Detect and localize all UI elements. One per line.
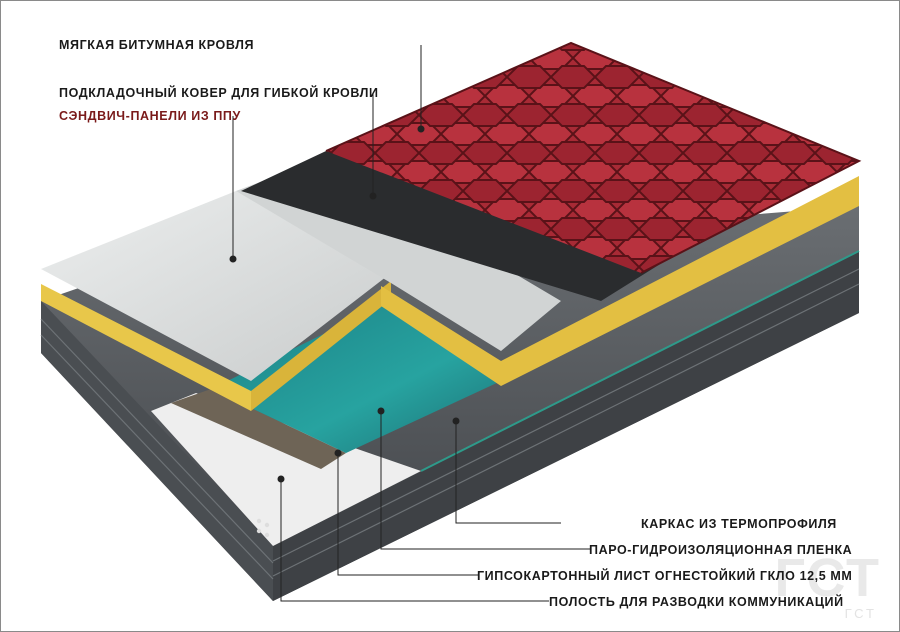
bitumen-shingles — [326, 43, 859, 273]
frame-right-face — [273, 251, 859, 601]
foam-core-left — [41, 284, 251, 411]
cavity-floor — [151, 393, 421, 546]
panel-skin-left — [41, 191, 391, 381]
frame-front-face — [41, 301, 273, 601]
label-sandwich-panels: СЭНДВИЧ-ПАНЕЛИ ИЗ ППУ — [59, 109, 241, 123]
label-gypsum-board: ГИПСОКАРТОННЫЙ ЛИСТ ОГНЕСТОЙКИЙ ГКЛО 12,… — [477, 569, 853, 583]
label-underlay-carpet: ПОДКЛАДОЧНЫЙ КОВЕР ДЛЯ ГИБКОЙ КРОВЛИ — [59, 86, 379, 100]
membrane-film — [211, 301, 501, 453]
gypsum-board — [171, 389, 346, 469]
watermark-subtext: ГСТ — [844, 606, 877, 621]
label-frame-profile: КАРКАС ИЗ ТЕРМОПРОФИЛЯ — [641, 517, 837, 531]
watermark-logo: ГСТ — [774, 548, 881, 608]
label-utility-cavity: ПОЛОСТЬ ДЛЯ РАЗВОДКИ КОММУНИКАЦИЙ — [549, 595, 844, 609]
label-bitumen-shingles: МЯГКАЯ БИТУМНАЯ КРОВЛЯ — [59, 38, 255, 52]
label-vapor-membrane: ПАРО-ГИДРОИЗОЛЯЦИОННАЯ ПЛЕНКА — [589, 543, 853, 557]
foam-core-front — [251, 281, 391, 411]
underlay-carpet — [241, 151, 681, 301]
